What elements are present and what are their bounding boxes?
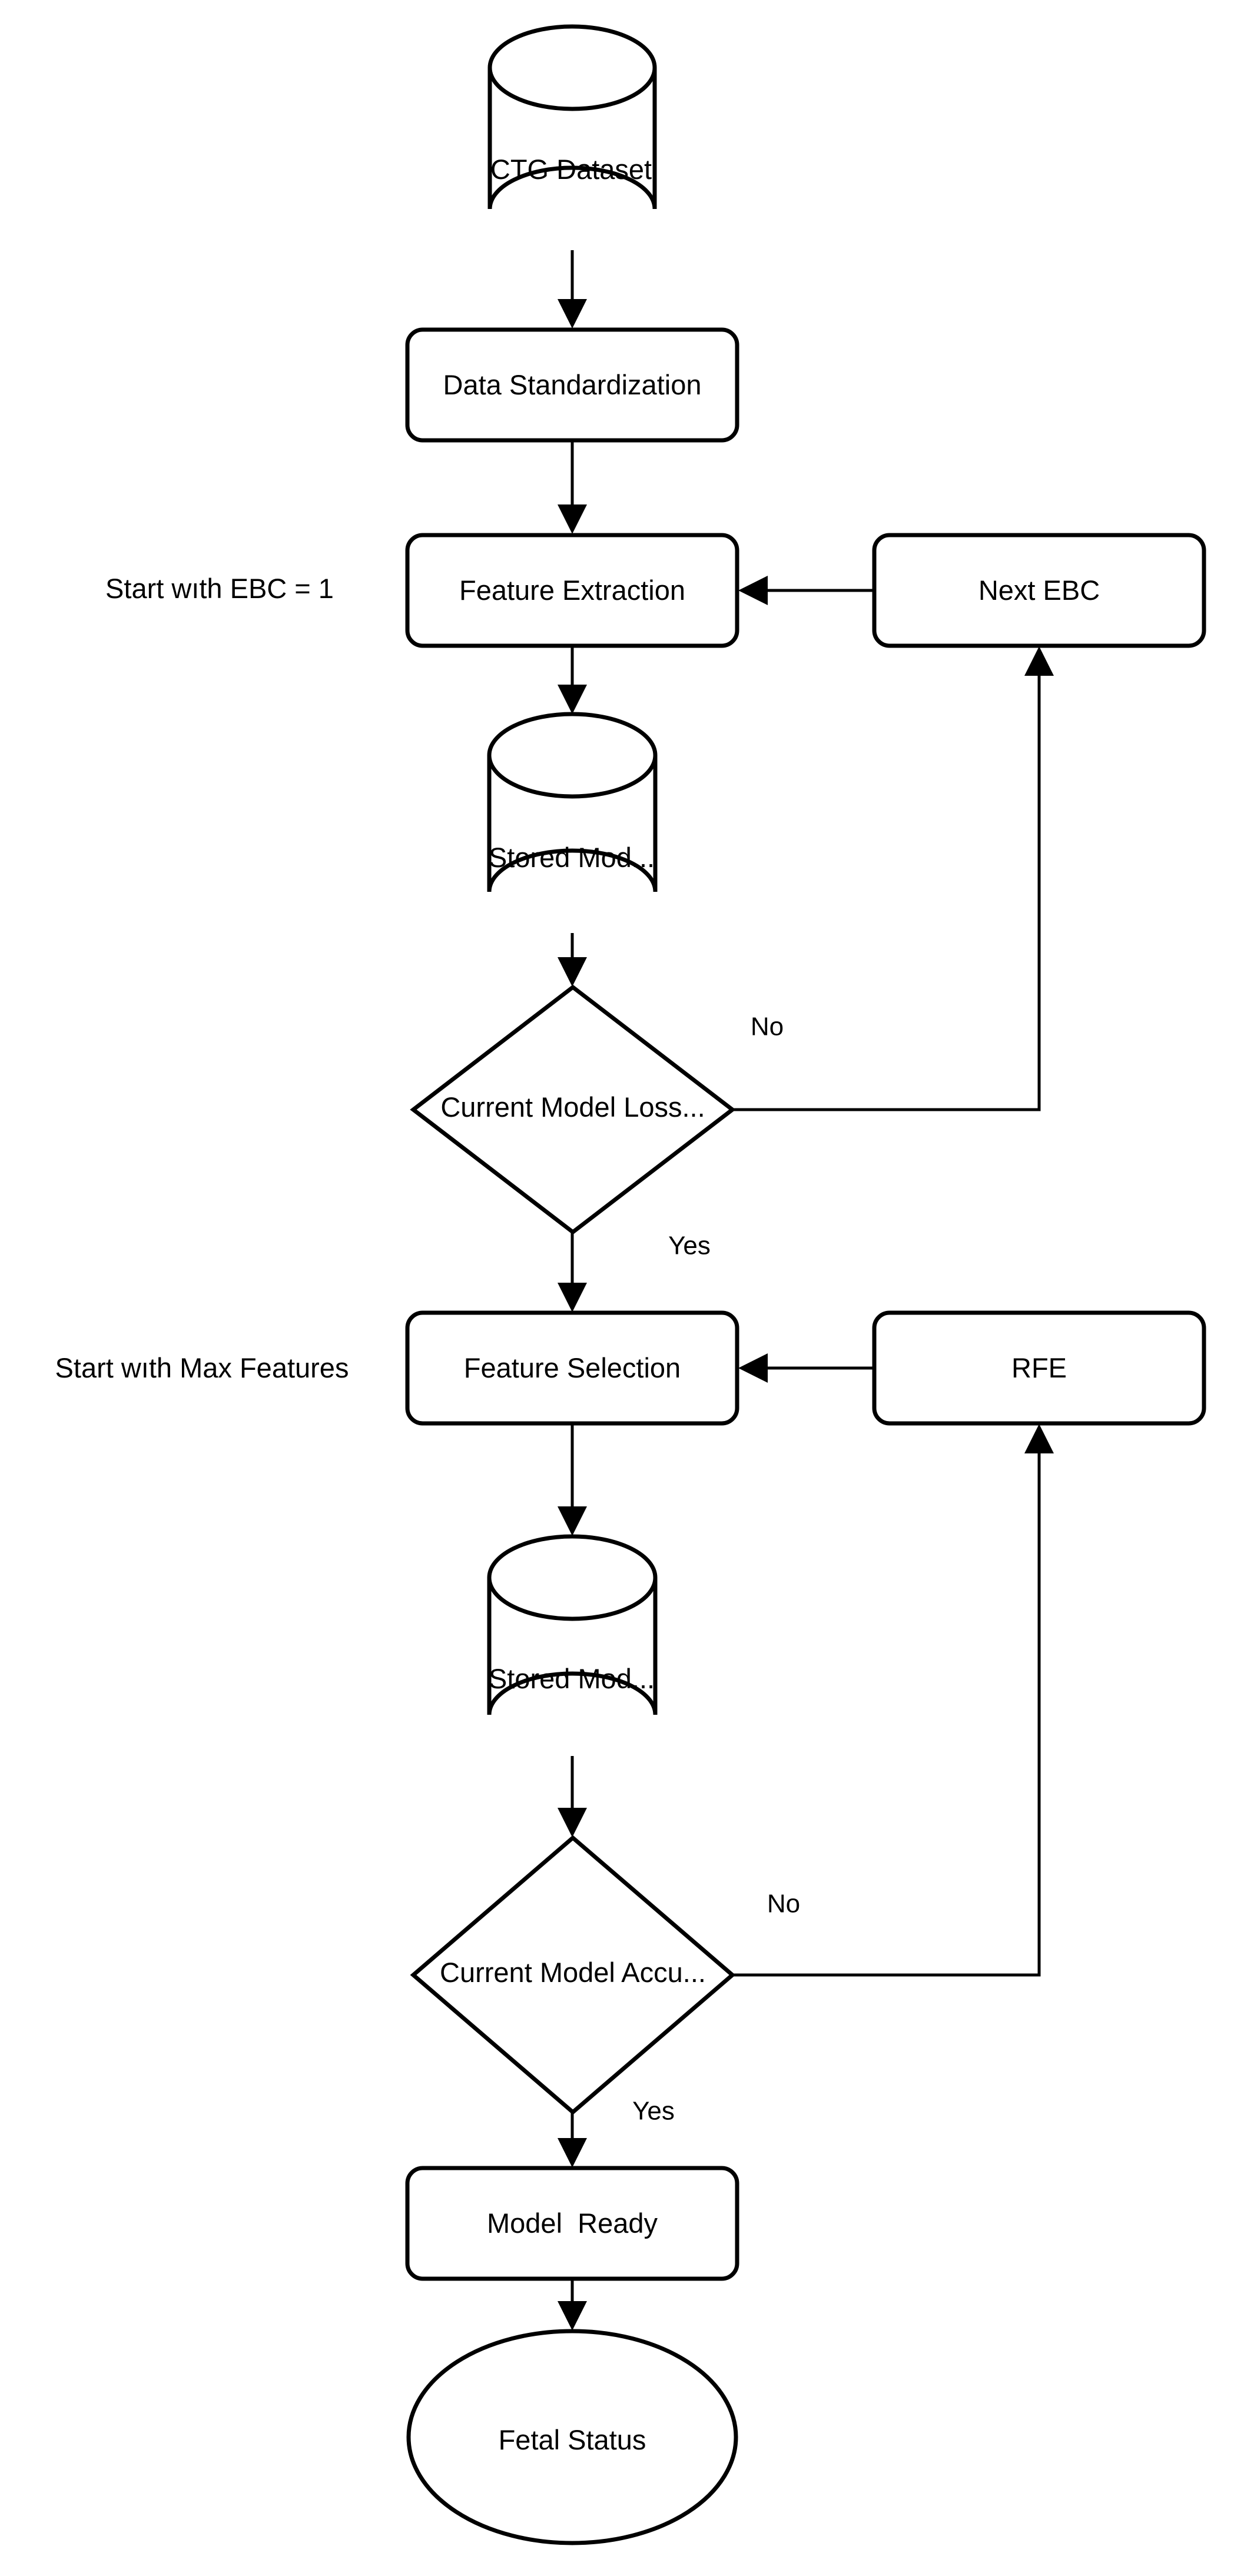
node-ctg-dataset-cylinder — [487, 24, 657, 210]
node-next-ebc — [872, 533, 1206, 648]
cylinder-top — [487, 712, 658, 799]
accuracy-no-edge-label: No — [767, 1889, 801, 1918]
node-feature-extraction — [405, 533, 739, 648]
cylinder-top — [487, 1534, 658, 1621]
start-with-max-features-annotation: Start wıth Max Features — [55, 1352, 349, 1383]
next-ebc-label: Next EBC — [978, 574, 1100, 606]
feature-selection-label: Feature Selection — [463, 1352, 681, 1383]
node-accuracy-decision-diamond — [410, 1835, 736, 2115]
node-stored-model-1-cylinder — [487, 712, 658, 892]
fetal-status-label: Fetal Status — [498, 2424, 646, 2455]
start-with-ebc-annotation: Start wıth EBC = 1 — [105, 572, 334, 604]
accuracy-yes-edge-label: Yes — [632, 2096, 675, 2126]
node-rfe — [872, 1310, 1206, 1426]
cylinder-top — [487, 24, 657, 111]
node-stored-model-2-cylinder — [487, 1534, 658, 1715]
edge-loss-no-feedback-to-nextebc — [732, 646, 1054, 1111]
rfe-label: RFE — [1011, 1352, 1067, 1383]
model-ready-label: Model Ready — [487, 2207, 658, 2239]
node-model-ready — [405, 2166, 739, 2281]
data-standardization-label: Data Standardization — [443, 369, 702, 400]
node-fetal-status-ellipse — [406, 2329, 738, 2545]
stored-model-2-label: Stored Mod... — [488, 1662, 655, 1694]
feature-extraction-label: Feature Extraction — [459, 574, 686, 606]
node-data-standardization — [405, 327, 739, 443]
ctg-dataset-label: CTG Dataset — [490, 153, 652, 185]
node-feature-selection — [405, 1310, 739, 1426]
loss-yes-edge-label: Yes — [668, 1231, 711, 1260]
loss-no-edge-label: No — [750, 1012, 784, 1041]
edge-accuracy-no-feedback-to-rfe — [732, 1424, 1054, 1977]
stored-model-1-label: Stored Mod... — [488, 841, 655, 873]
accuracy-decision-label: Current Model Accu... — [440, 1956, 706, 1988]
node-loss-decision-diamond — [410, 984, 736, 1235]
loss-decision-label: Current Model Loss... — [440, 1091, 705, 1123]
